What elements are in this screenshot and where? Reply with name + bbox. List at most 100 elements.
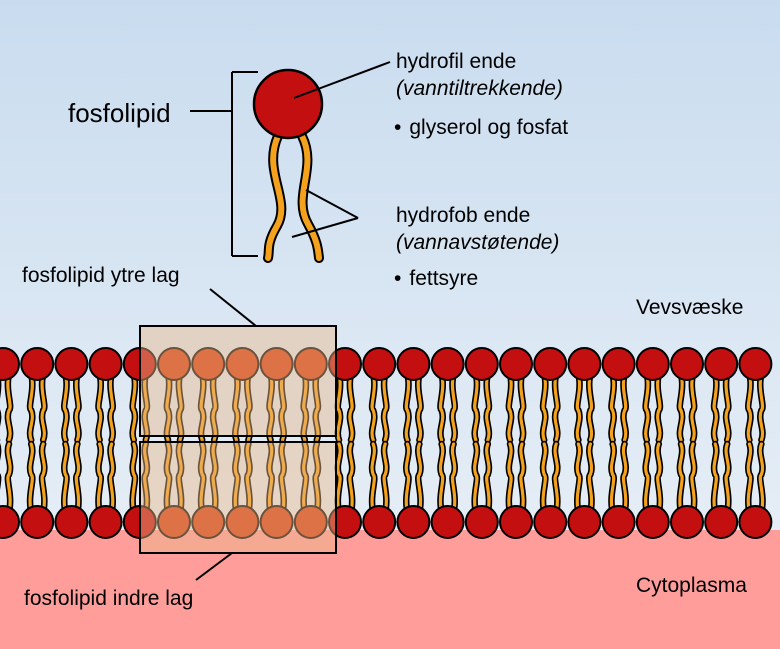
hydrophobic-tail-icon bbox=[746, 442, 753, 514]
hydrophobic-tail-icon bbox=[233, 372, 240, 442]
fosfolipid-bracket bbox=[190, 71, 258, 257]
hydrophilic-head-icon bbox=[0, 505, 20, 539]
hydrophobic-tail-icon bbox=[587, 442, 594, 514]
hydrophobic-tail-icon bbox=[404, 372, 411, 442]
hydrophobic-tail-icon bbox=[507, 442, 513, 514]
hydrofob-pointer-lower bbox=[291, 217, 359, 238]
hydrophilic-head-icon bbox=[54, 347, 89, 381]
outer-layer-label: fosfolipid ytre lag bbox=[22, 264, 180, 287]
hydrophobic-tail-icon bbox=[370, 372, 376, 442]
hydrophilic-head-icon bbox=[430, 347, 465, 381]
hydrophilic-head-icon bbox=[362, 505, 397, 539]
hydrofil-pointer bbox=[293, 61, 391, 99]
hydrophobic-tail-icon bbox=[656, 442, 662, 514]
hydrophobic-tail-icon bbox=[609, 442, 616, 514]
hydrophobic-tail-icon bbox=[165, 372, 171, 442]
hydrophobic-tail-icon bbox=[279, 442, 286, 514]
hydrophobic-tail-icon bbox=[473, 442, 479, 514]
hydrophilic-head-icon bbox=[157, 505, 191, 539]
hydrophobic-tail-icon bbox=[314, 372, 320, 442]
lipid-tails-layer bbox=[0, 370, 766, 516]
inner-layer-label: fosfolipid indre lag bbox=[24, 587, 194, 610]
hydrofob-subtitle: (vannavstøtende) bbox=[396, 231, 560, 254]
hydrophobic-tail-icon bbox=[62, 442, 69, 514]
hydrophobic-tail-icon bbox=[96, 372, 103, 442]
hydrophilic-head-icon bbox=[567, 347, 602, 381]
hydrophobic-tail-icon bbox=[211, 442, 217, 514]
hydrophobic-tail-icon bbox=[438, 442, 445, 514]
hydrophobic-tail-icon bbox=[336, 442, 342, 514]
hydrophilic-head-icon bbox=[88, 505, 123, 539]
hydrophobic-tail-icon bbox=[656, 372, 662, 442]
hydrophilic-head-icon bbox=[464, 505, 499, 539]
hydrofil-bullet: glyserol og fosfat bbox=[394, 116, 568, 140]
hydrophobic-tail-icon bbox=[575, 372, 582, 442]
hydrofil-subtitle: (vanntiltrekkende) bbox=[396, 77, 563, 100]
hydrophobic-tail-icon bbox=[245, 442, 252, 514]
hydrophilic-head-icon bbox=[499, 347, 533, 381]
hydrophilic-head-icon bbox=[670, 505, 704, 539]
hydrophilic-head-icon bbox=[635, 347, 670, 381]
hydrofob-title: hydrofob ende bbox=[396, 204, 531, 227]
hydrophilic-head-icon bbox=[704, 505, 739, 539]
hydrophobic-tail-icon bbox=[199, 442, 205, 514]
hydrophobic-tail-icon bbox=[678, 442, 684, 514]
hydrophobic-tail-icon bbox=[553, 442, 559, 514]
hydrophobic-tail-icon bbox=[609, 372, 616, 442]
hydrophobic-tail-icon bbox=[575, 442, 582, 514]
hydrophilic-head-icon bbox=[191, 347, 226, 381]
hydrophilic-head-icon bbox=[533, 505, 568, 539]
hydrophobic-tail-icon bbox=[370, 442, 376, 514]
hydrophilic-head-icon bbox=[738, 347, 773, 381]
hydrophobic-tail-icon bbox=[74, 442, 81, 514]
hydrophobic-tail-icon bbox=[519, 442, 525, 514]
hydrophobic-tail-icon bbox=[40, 372, 46, 442]
fosfolipid-label: fosfolipid bbox=[68, 98, 171, 128]
hydrophilic-head-icon bbox=[54, 505, 89, 539]
hydrophilic-head-icon bbox=[635, 505, 670, 539]
hydrophobic-tail-icon bbox=[621, 442, 628, 514]
hydrophilic-head-icon bbox=[567, 505, 602, 539]
inner-layer-highlight-box bbox=[139, 441, 337, 554]
hydrophobic-tail-icon bbox=[553, 372, 559, 442]
cytoplasm-label: Cytoplasma bbox=[636, 574, 747, 597]
hydrophilic-head-icon bbox=[259, 505, 294, 539]
hydrophobic-tail-icon bbox=[541, 442, 547, 514]
hydrophilic-head-icon bbox=[670, 347, 704, 381]
hydrophobic-tail-icon bbox=[450, 372, 457, 442]
hydrophobic-tail-icon bbox=[587, 372, 594, 442]
hydrophobic-tail-icon bbox=[416, 442, 423, 514]
hydrophilic-head-icon bbox=[499, 505, 533, 539]
hydrofil-title: hydrofil ende bbox=[396, 50, 517, 73]
hydrophobic-tail-icon bbox=[211, 372, 217, 442]
hydrophilic-head-icon bbox=[396, 347, 431, 381]
hydrophobic-tail-icon bbox=[131, 372, 137, 442]
outer-layer-pointer bbox=[209, 288, 257, 327]
hydrophobic-tail-icon bbox=[473, 372, 479, 442]
hydrofob-pointer-upper bbox=[305, 189, 359, 219]
hydrophobic-tail-icon bbox=[177, 442, 183, 514]
hydrophilic-head-icon bbox=[20, 505, 55, 539]
hydrophilic-head-icon bbox=[293, 347, 328, 381]
hydrophobic-tail-icon bbox=[690, 372, 696, 442]
hydrophobic-tail-icon bbox=[541, 372, 547, 442]
hydrophobic-tail-icon bbox=[438, 372, 445, 442]
hydrophobic-tail-icon bbox=[108, 442, 115, 514]
hydrophilic-head-icon bbox=[601, 505, 636, 539]
hydrophobic-tail-icon bbox=[267, 442, 274, 514]
hydrophobic-tail-icon bbox=[336, 372, 342, 442]
hydrophilic-head-icon bbox=[738, 505, 773, 539]
hydrophobic-tail-icon bbox=[279, 372, 286, 442]
hydrophobic-tail-icon bbox=[40, 442, 46, 514]
hydrophobic-tail-icon bbox=[165, 442, 171, 514]
hydrophobic-tail-icon bbox=[96, 442, 103, 514]
hydrophilic-head-icon bbox=[464, 347, 499, 381]
hydrophilic-head-icon bbox=[293, 505, 328, 539]
hydrophobic-tail-icon bbox=[177, 372, 183, 442]
hydrophobic-tail-icon bbox=[74, 372, 81, 442]
hydrophobic-tail-icon bbox=[143, 372, 149, 442]
hydrophobic-tail-icon bbox=[724, 372, 730, 442]
hydrophobic-tail-icon bbox=[6, 372, 12, 442]
hydrophobic-tail-icon bbox=[678, 372, 684, 442]
